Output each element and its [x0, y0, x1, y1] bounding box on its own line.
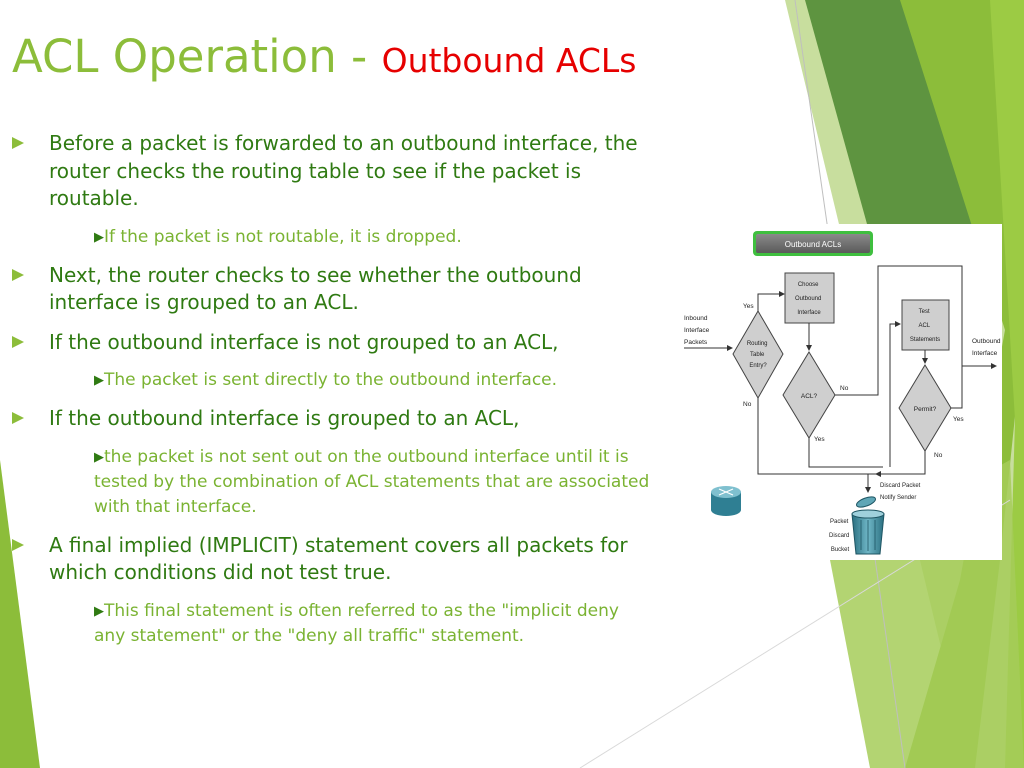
title-main: ACL Operation -: [12, 30, 382, 83]
discard-label: Discard Packet Notify Sender: [880, 483, 922, 501]
routing-yes-arrow: [757, 291, 785, 311]
routing-no-path: [757, 398, 876, 475]
permit-yes-arrow: [951, 363, 997, 409]
triangle-bullet-icon: [12, 538, 24, 551]
routing-table-label: Routing Table Entry?: [747, 341, 769, 369]
bullet-item: Next, the router checks to see whether t…: [12, 262, 652, 317]
test-acl-box: [901, 299, 950, 351]
triangle-bullet-icon: [12, 137, 24, 149]
left-green-sliver: [0, 460, 40, 768]
router-icon: [711, 486, 741, 516]
sub-bullet-text: The packet is sent directly to the outbo…: [104, 370, 558, 390]
bullet-text: Before a packet is forwarded to an outbo…: [49, 131, 638, 210]
bucket-label: Packet Discard Bucket: [829, 519, 851, 553]
triangle-bullet-icon: ▶: [94, 373, 104, 388]
sub-bullet-text: the packet is not sent out on the outbou…: [94, 446, 650, 517]
sub-bullet-text: If the packet is not routable, it is dro…: [104, 226, 462, 247]
acl-label: ACL?: [801, 393, 818, 400]
flowchart-header-text: Outbound ACLs: [785, 240, 841, 249]
routing-yes-label: Yes: [743, 303, 754, 310]
inbound-label: Inbound Interface Packets: [684, 315, 711, 346]
triangle-bullet-icon: ▶: [94, 603, 104, 619]
acl-yes-label: Yes: [814, 436, 825, 443]
choose-outbound-box: [784, 272, 835, 324]
bullet-item: Before a packet is forwarded to an outbo…: [12, 130, 652, 213]
triangle-bullet-icon: [12, 335, 24, 348]
bullet-text: Next, the router checks to see whether t…: [49, 262, 582, 315]
flowchart-header: [756, 234, 870, 253]
sub-bullet-item: ▶the packet is not sent out on the outbo…: [12, 445, 652, 520]
choose-outbound-label: Choose Outbound Interface: [795, 282, 823, 316]
permit-no-label: No: [934, 452, 943, 459]
acl-yes-to-test-arrow: [889, 321, 901, 467]
bullet-item: If the outbound interface is grouped to …: [12, 405, 652, 433]
permit-no-arrow: [875, 451, 926, 477]
sub-bullet-text: This final statement is often referred t…: [94, 600, 619, 646]
bullet-text: If the outbound interface is grouped to …: [49, 406, 520, 430]
outbound-acl-flowchart: Outbound ACLs Inbound Interface Packets …: [680, 224, 1002, 560]
right-bright-green-band: [990, 0, 1024, 768]
flowchart-svg: Outbound ACLs Inbound Interface Packets …: [684, 231, 1002, 555]
bullet-list: Before a packet is forwarded to an outbo…: [12, 130, 652, 661]
slide-title: ACL Operation - Outbound ACLs: [12, 30, 636, 83]
title-subtitle: Outbound ACLs: [381, 41, 637, 80]
sub-bullet-item: ▶If the packet is not routable, it is dr…: [12, 225, 652, 250]
bullet-item: A final implied (IMPLICIT) statement cov…: [12, 532, 652, 587]
acl-hidden-path: [835, 312, 899, 395]
bullet-text: A final implied (IMPLICIT) statement cov…: [49, 532, 628, 585]
sub-bullet-item: ▶This final statement is often referred …: [12, 599, 652, 649]
acl-no-path: [835, 265, 963, 396]
acl-no-label: No: [840, 385, 849, 392]
routing-no-label: No: [743, 401, 752, 408]
permit-yes-label: Yes: [953, 416, 964, 423]
triangle-bullet-icon: [12, 268, 24, 281]
bullet-text: If the outbound interface is not grouped…: [49, 329, 559, 354]
permit-label: Permit?: [914, 406, 937, 413]
sub-bullet-item: ▶The packet is sent directly to the outb…: [12, 368, 652, 393]
triangle-bullet-icon: [12, 412, 24, 424]
outbound-interface-label: Outbound Interface: [972, 338, 1002, 357]
triangle-bullet-icon: ▶: [94, 449, 104, 465]
discard-bucket-icon: [851, 496, 885, 555]
acl-yes-path: [808, 438, 883, 468]
triangle-bullet-icon: ▶: [94, 229, 104, 245]
test-acl-label: Test ACL Statements: [910, 309, 940, 343]
bullet-item: If the outbound interface is not grouped…: [12, 329, 652, 357]
